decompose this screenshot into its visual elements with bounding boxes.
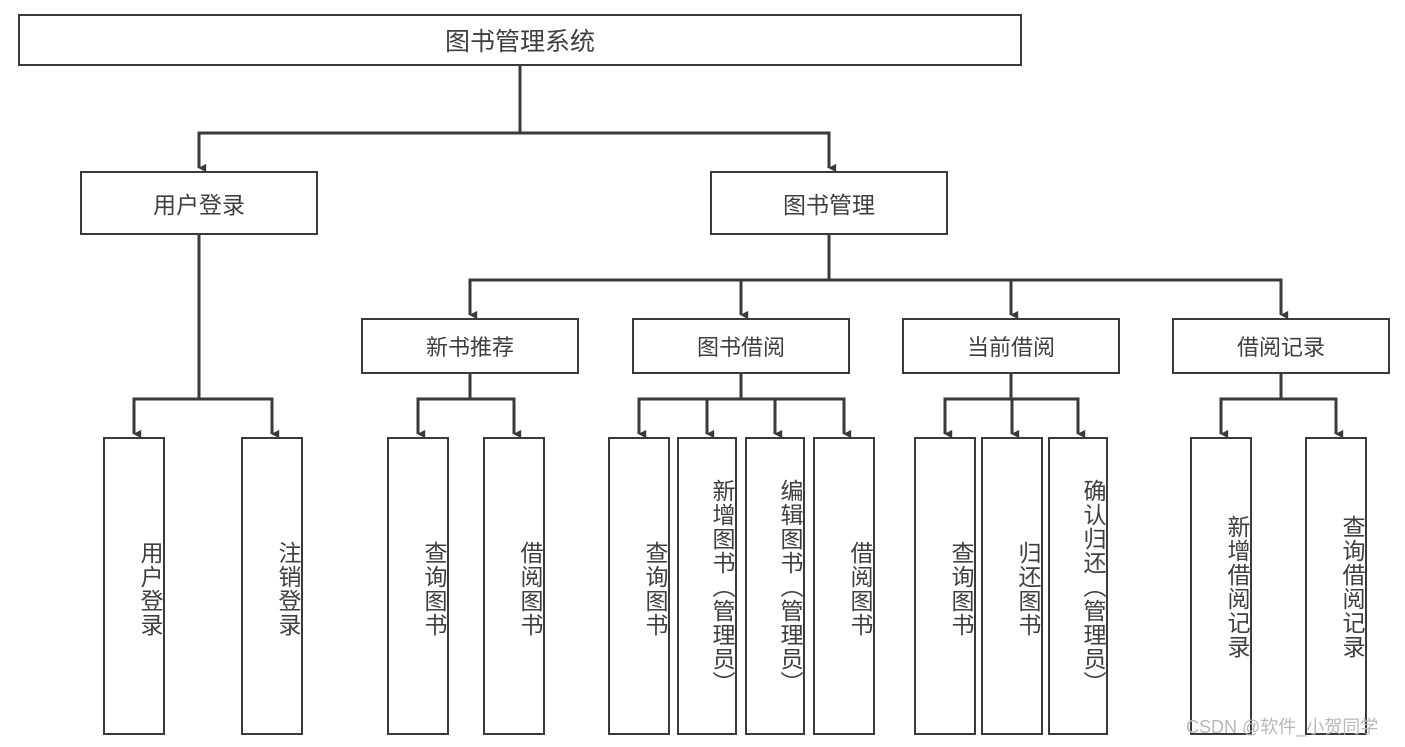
node-leaf-user-logout[interactable]: 注销登录 <box>241 437 303 735</box>
connector-root-to-user-login <box>197 131 520 173</box>
node-label: 当前借阅 <box>966 335 1055 360</box>
connector-book-borrow-to-leaf-borrow-book-2 <box>741 397 852 439</box>
node-label: 归还图书 <box>1015 541 1041 637</box>
node-label: 借阅记录 <box>1236 335 1325 360</box>
node-current-borrow[interactable]: 当前借阅 <box>902 318 1120 374</box>
node-leaf-confirm-return[interactable]: 确认归还（管理员） <box>1048 437 1108 735</box>
node-book-manage[interactable]: 图书管理 <box>710 171 948 235</box>
node-label: 编辑图书（管理员） <box>777 479 803 695</box>
node-leaf-query-book-2[interactable]: 查询图书 <box>608 437 670 735</box>
node-leaf-edit-book[interactable]: 编辑图书（管理员） <box>745 437 805 735</box>
node-label: 查询图书 <box>642 541 668 637</box>
connector-current-borrow-to-leaf-return-book <box>1010 397 1020 439</box>
node-label: 查询借阅记录 <box>1339 515 1365 659</box>
connector-user-login-to-leaf-user-login <box>132 397 199 439</box>
connector-book-manage-to-new-book-recommend <box>468 278 829 320</box>
connector-book-borrow-to-leaf-query-book-2 <box>637 397 741 439</box>
node-leaf-add-record[interactable]: 新增借阅记录 <box>1190 437 1252 735</box>
node-leaf-query-book-1[interactable]: 查询图书 <box>387 437 449 735</box>
connector-root-to-book-manage <box>520 131 837 173</box>
node-label: 确认归还（管理员） <box>1080 479 1106 695</box>
node-label: 图书借阅 <box>696 335 785 360</box>
connector-book-manage-to-book-borrow <box>739 278 829 320</box>
node-leaf-borrow-book-1[interactable]: 借阅图书 <box>483 437 545 735</box>
connector-new-book-recommend-to-leaf-borrow-book-1 <box>470 397 522 439</box>
node-leaf-return-book[interactable]: 归还图书 <box>981 437 1043 735</box>
connector-book-borrow-to-leaf-add-book <box>705 397 741 439</box>
node-label: 新增图书（管理员） <box>709 479 735 695</box>
node-leaf-user-login[interactable]: 用户登录 <box>103 437 165 735</box>
node-leaf-query-book-3[interactable]: 查询图书 <box>914 437 976 735</box>
connector-new-book-recommend-to-leaf-query-book-1 <box>416 397 470 439</box>
node-label: 借阅图书 <box>847 541 873 637</box>
node-label: 用户登录 <box>153 192 245 218</box>
node-label: 查询图书 <box>421 541 447 637</box>
connector-user-login-to-leaf-user-logout <box>199 397 280 439</box>
node-user-login[interactable]: 用户登录 <box>80 171 318 235</box>
node-label: 图书管理系统 <box>444 28 595 56</box>
node-label: 用户登录 <box>137 541 163 637</box>
connector-book-manage-to-current-borrow <box>829 278 1019 320</box>
connector-current-borrow-to-leaf-query-book-3 <box>943 397 1011 439</box>
node-label: 图书管理 <box>783 192 875 218</box>
connector-book-manage-to-borrow-record <box>829 278 1289 320</box>
node-book-borrow[interactable]: 图书借阅 <box>632 318 850 374</box>
node-label: 查询图书 <box>948 541 974 637</box>
connector-borrow-record-to-leaf-query-record <box>1281 397 1344 439</box>
node-leaf-add-book[interactable]: 新增图书（管理员） <box>677 437 737 735</box>
node-new-book-recommend[interactable]: 新书推荐 <box>361 318 579 374</box>
watermark: CSDN @软件_小贺同学 <box>1186 717 1379 737</box>
node-label: 注销登录 <box>275 541 301 637</box>
node-borrow-record[interactable]: 借阅记录 <box>1172 318 1390 374</box>
node-leaf-query-record[interactable]: 查询借阅记录 <box>1305 437 1367 735</box>
node-root[interactable]: 图书管理系统 <box>18 14 1022 66</box>
connector-borrow-record-to-leaf-add-record <box>1219 397 1281 439</box>
connector-current-borrow-to-leaf-confirm-return <box>1011 397 1086 439</box>
node-label: 新书推荐 <box>425 335 514 360</box>
node-label: 借阅图书 <box>517 541 543 637</box>
node-leaf-borrow-book-2[interactable]: 借阅图书 <box>813 437 875 735</box>
node-label: 新增借阅记录 <box>1224 515 1250 659</box>
connector-book-borrow-to-leaf-edit-book <box>741 397 783 439</box>
